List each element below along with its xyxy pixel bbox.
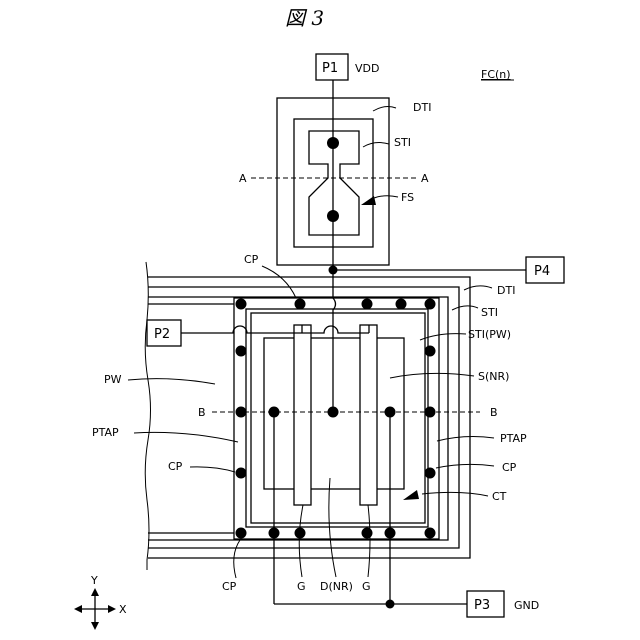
axes-indicator: Y X	[74, 574, 127, 630]
section-b-left-label: B	[198, 406, 206, 419]
contact-cp	[362, 299, 373, 310]
ptap-right-leader	[437, 437, 494, 441]
gnd-node	[386, 600, 395, 609]
contact-cp	[396, 299, 407, 310]
g-right-leader	[368, 505, 370, 577]
sti-pw-region	[251, 313, 425, 523]
cp-left-label: CP	[168, 460, 183, 473]
p4-drain-wire	[333, 270, 336, 412]
cp-left-leader	[190, 467, 235, 472]
function-cell-label: FC(n)	[481, 68, 511, 81]
contact-cp	[425, 528, 436, 539]
p2-gate-wire	[181, 326, 369, 333]
g-left-label: G	[297, 580, 306, 593]
upper-sti-label: STI	[394, 136, 411, 149]
pw-label: PW	[104, 373, 122, 386]
snr-leader	[390, 373, 474, 378]
arrow-right-icon	[108, 605, 116, 613]
contact-cp	[362, 528, 373, 539]
contact-cp	[295, 299, 306, 310]
snr-label: S(NR)	[478, 370, 509, 383]
upper-dti-label: DTI	[413, 101, 431, 114]
cut-edge	[145, 262, 150, 570]
fuse-top-contact	[327, 137, 339, 149]
dnr-label: D(NR)	[320, 580, 353, 593]
axis-x-label: X	[119, 603, 127, 616]
arrow-left-icon	[74, 605, 82, 613]
lower-dti-leader	[464, 286, 492, 290]
ptap-left-label: PTAP	[92, 426, 119, 439]
ct-arrowhead	[403, 490, 419, 500]
contact-cp	[425, 407, 436, 418]
contact-cp	[425, 299, 436, 310]
contact-cp	[236, 407, 247, 418]
contact-cp	[236, 528, 247, 539]
pw-leader	[128, 379, 215, 384]
pad-p2-label: P2	[154, 327, 170, 342]
fs-arrowhead	[361, 196, 376, 205]
gate-left	[294, 325, 311, 505]
cp-top-label: CP	[244, 253, 259, 266]
ptap-ring-inner	[246, 309, 428, 527]
ptap-right-label: PTAP	[500, 432, 527, 445]
arrow-up-icon	[91, 588, 99, 596]
lower-sti-label: STI	[481, 306, 498, 319]
cp-bottom-leader	[234, 540, 240, 578]
lower-dti-label: DTI	[497, 284, 515, 297]
cp-bottom-label: CP	[222, 580, 237, 593]
figure-title: 図 3	[285, 6, 324, 30]
cp-right-label: CP	[502, 461, 517, 474]
transistor-structure: P2 B B	[92, 253, 539, 617]
upper-dti-leader	[373, 107, 396, 111]
pad-p3-net: GND	[514, 599, 539, 612]
fuse-bottom-contact	[327, 210, 339, 222]
g-left-leader	[299, 505, 303, 577]
contact-cp	[425, 468, 436, 479]
sti-pw-label: STI(PW)	[468, 328, 511, 341]
pad-p1-label: P1	[322, 61, 338, 76]
pad-p3-label: P3	[474, 598, 490, 613]
contact-cp	[236, 468, 247, 479]
cp-top-leader	[262, 266, 296, 298]
ct-leader	[422, 492, 488, 496]
fs-label: FS	[401, 191, 414, 204]
contact-cp	[236, 346, 247, 357]
contact-cp	[236, 299, 247, 310]
pad-p1-net: VDD	[355, 62, 379, 75]
section-b-right-label: B	[490, 406, 498, 419]
pad-p4-label: P4	[534, 264, 550, 279]
fuse-structure: P1 VDD A A DTI STI FS	[239, 54, 431, 270]
contact-ct	[328, 407, 339, 418]
ct-label: CT	[492, 490, 507, 503]
axis-y-label: Y	[90, 574, 98, 587]
arrow-down-icon	[91, 622, 99, 630]
ptap-left-leader	[134, 432, 238, 442]
gate-right	[360, 325, 377, 505]
cp-right-leader	[436, 464, 494, 468]
contact-cp	[425, 346, 436, 357]
ptap-ring-outer	[234, 298, 439, 539]
fs-leader	[374, 196, 398, 198]
upper-sti-leader	[363, 143, 389, 147]
section-a-right-label: A	[421, 172, 429, 185]
section-a-left-label: A	[239, 172, 247, 185]
lower-sti-leader	[452, 306, 478, 310]
g-right-label: G	[362, 580, 371, 593]
